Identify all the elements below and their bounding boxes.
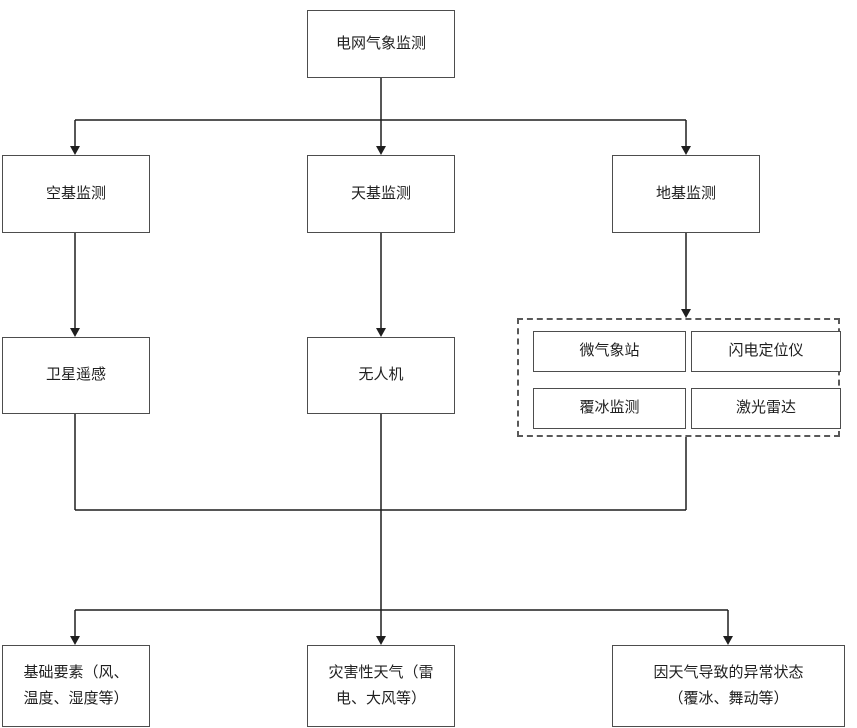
node-grid-weather-monitoring: 电网气象监测 bbox=[307, 10, 455, 78]
node-disastrous-weather: 灾害性天气（雷电、大风等） bbox=[307, 645, 455, 727]
node-weather-abnormal-states: 因天气导致的异常状态（覆冰、舞动等） bbox=[612, 645, 845, 727]
ground-devices-group: 微气象站 闪电定位仪 覆冰监测 激光雷达 bbox=[517, 318, 841, 437]
node-drone: 无人机 bbox=[307, 337, 455, 414]
node-micro-weather-station: 微气象站 bbox=[533, 331, 686, 372]
node-space-based-monitoring: 天基监测 bbox=[307, 155, 455, 233]
arrowheads bbox=[70, 146, 733, 645]
node-lidar: 激光雷达 bbox=[691, 388, 841, 429]
node-lightning-locator: 闪电定位仪 bbox=[691, 331, 841, 372]
node-satellite-remote-sensing: 卫星遥感 bbox=[2, 337, 150, 414]
node-ground-based-monitoring: 地基监测 bbox=[612, 155, 760, 233]
node-icing-monitoring: 覆冰监测 bbox=[533, 388, 686, 429]
node-basic-elements: 基础要素（风、温度、湿度等） bbox=[2, 645, 150, 727]
node-air-based-monitoring: 空基监测 bbox=[2, 155, 150, 233]
